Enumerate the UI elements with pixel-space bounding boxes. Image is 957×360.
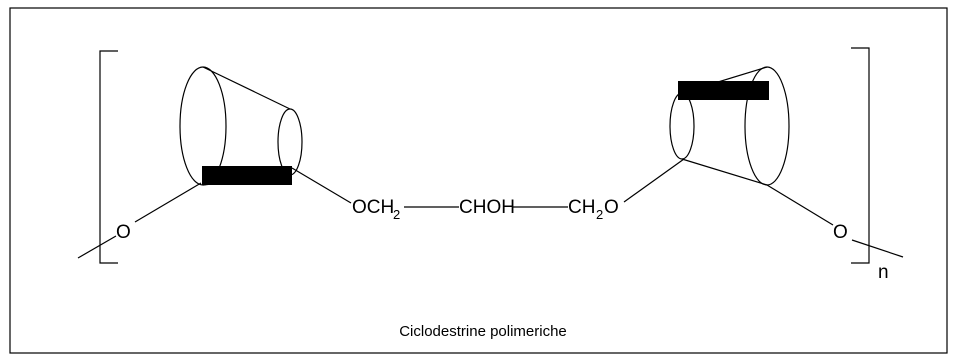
- linker-to-right-cd-bond: [623, 158, 685, 203]
- left-terminal-bond: [77, 235, 117, 259]
- left-oxygen-label: O: [116, 222, 131, 243]
- figure-frame: [9, 7, 948, 354]
- left-substituent-bar: [202, 166, 292, 185]
- left-cone-narrow-rim: [277, 108, 303, 176]
- right-cone-narrow-rim: [669, 92, 695, 160]
- right-terminal-bond: [851, 239, 904, 258]
- left-cone-top-edge: [202, 66, 291, 110]
- right-cd-to-o-bond: [766, 184, 834, 226]
- right-bracket: [851, 47, 870, 264]
- figure-caption: Ciclodestrine polimeriche: [399, 323, 567, 340]
- ch2o-oxygen-label: O: [604, 197, 619, 218]
- right-oxygen-label: O: [833, 222, 848, 243]
- left-o-to-cd-bond: [134, 182, 202, 223]
- ch2o-subscript: 2: [596, 207, 603, 222]
- left-cd-to-linker-bond: [291, 167, 352, 204]
- choh-label: CHOH: [459, 197, 515, 218]
- right-cone-top-edge: [681, 66, 768, 94]
- right-substituent-bar: [678, 81, 769, 100]
- och2-label: OCH: [352, 197, 394, 218]
- repeat-subscript-n: n: [878, 262, 889, 283]
- left-bracket: [99, 50, 118, 264]
- right-cyclodextrin-cone: [669, 66, 790, 186]
- right-cone-bottom-edge: [681, 158, 768, 186]
- och2-subscript: 2: [393, 207, 400, 222]
- left-cyclodextrin-cone: [179, 66, 303, 186]
- ch2o-label: CH: [568, 197, 595, 218]
